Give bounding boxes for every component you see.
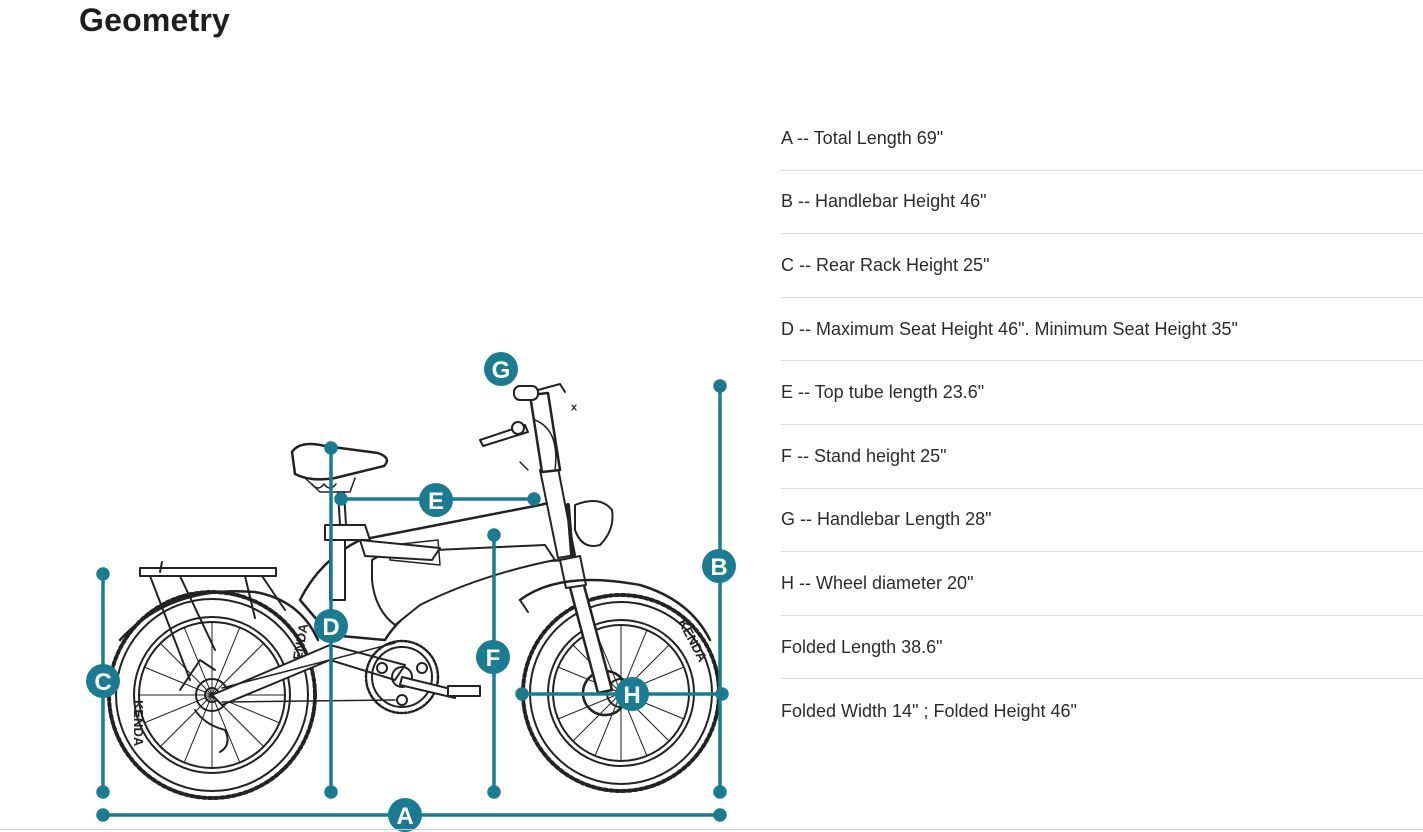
- spec-row-seat-height: D -- Maximum Seat Height 46". Minimum Se…: [781, 298, 1423, 362]
- page-title: Geometry: [79, 2, 230, 38]
- rear-tire-brand: KENDA: [131, 700, 146, 747]
- badge-c-label: C: [94, 669, 111, 696]
- pedal: [447, 685, 481, 697]
- spec-row-handlebar-height: B -- Handlebar Height 46": [781, 171, 1423, 235]
- badge-a-label: A: [396, 803, 413, 830]
- front-light: [574, 500, 614, 547]
- badge-h-label: H: [623, 682, 640, 709]
- badge-g-label: G: [492, 357, 511, 384]
- rear-rack: [139, 561, 286, 681]
- badge-a: A: [388, 798, 422, 832]
- rear-fender: [118, 590, 320, 642]
- badge-e-label: E: [428, 488, 444, 515]
- bottom-divider: [0, 829, 1423, 830]
- chainring: [364, 639, 440, 715]
- crank-arm: [399, 676, 456, 699]
- badge-f: F: [476, 640, 510, 674]
- handlebar-stem: [528, 391, 562, 474]
- chain: [221, 642, 396, 703]
- badge-d: D: [314, 609, 348, 643]
- spec-row-folded-length: Folded Length 38.6": [781, 616, 1423, 680]
- badge-b: B: [702, 549, 736, 583]
- front-wheel: KENDA: [521, 593, 721, 793]
- dimension-b: [713, 379, 727, 799]
- bike-geometry-diagram: KENDA KENDA KENDA: [86, 352, 736, 832]
- badge-b-label: B: [710, 554, 727, 581]
- front-fender: [518, 578, 712, 642]
- spec-row-wheel-diameter: H -- Wheel diameter 20": [781, 552, 1423, 616]
- bike-illustration: KENDA KENDA KENDA: [107, 383, 721, 800]
- spec-row-folded-width-height: Folded Width 14" ; Folded Height 46": [781, 700, 1077, 721]
- saddle: [290, 442, 389, 481]
- badge-f-label: F: [486, 645, 501, 672]
- spec-row-rear-rack-height: C -- Rear Rack Height 25": [781, 234, 1423, 298]
- spec-row-top-tube-length: E -- Top tube length 23.6": [781, 361, 1423, 425]
- badge-g: G: [484, 352, 518, 386]
- spec-row-handlebar-length: G -- Handlebar Length 28": [781, 489, 1423, 553]
- badge-d-label: D: [322, 614, 339, 641]
- badge-h: H: [615, 677, 649, 711]
- geometry-spec-list: A -- Total Length 69" B -- Handlebar Hei…: [781, 107, 1423, 743]
- spec-row-total-length: A -- Total Length 69": [781, 107, 1423, 171]
- spec-row-stand-height: F -- Stand height 25": [781, 425, 1423, 489]
- badge-c: C: [86, 664, 120, 698]
- dimension-badges: A B C D E F G H: [86, 352, 736, 832]
- badge-e: E: [419, 483, 453, 517]
- handlebar-grip-top: [513, 385, 539, 401]
